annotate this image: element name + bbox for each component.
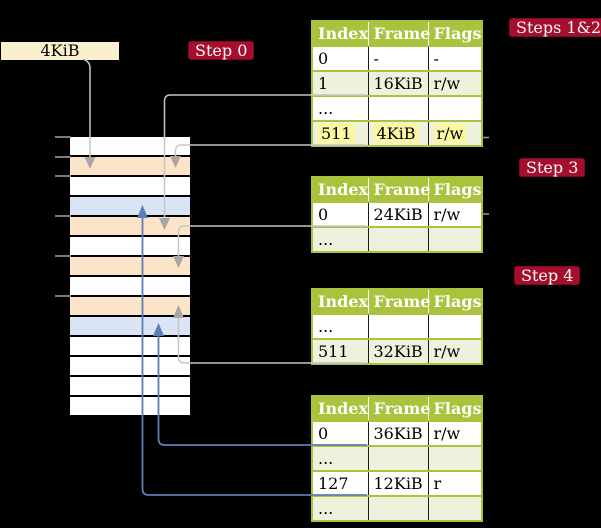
table-row: ... <box>312 313 482 339</box>
memory-row-white <box>70 177 190 197</box>
column-header-index: Index <box>312 289 368 314</box>
table-cell: 127 <box>312 470 368 496</box>
memory-row-white <box>70 277 190 297</box>
table-cell: ... <box>312 445 368 471</box>
label-step-4: Step 4 <box>514 266 581 285</box>
table-cell: 1 <box>312 70 368 96</box>
column-header-flags: Flags <box>427 177 482 202</box>
table-cell: 12KiB <box>367 470 428 496</box>
table-row: 511 4KiB r/w <box>312 120 482 146</box>
table-cell <box>427 313 482 339</box>
memory-tick <box>55 215 71 217</box>
table-cell: 24KiB <box>367 201 428 227</box>
highlighted-value: 4KiB <box>373 124 419 143</box>
table-cell <box>367 313 428 339</box>
table-cell <box>367 95 428 121</box>
frame-4kib-label: 4KiB <box>40 41 80 60</box>
highlighted-value: 511 <box>318 124 355 143</box>
label-steps-1-2: Steps 1&2 <box>509 18 601 37</box>
table-cell: 0 <box>312 420 368 446</box>
column-header-index: Index <box>312 396 368 421</box>
memory-row-white <box>70 357 190 377</box>
memory-tick <box>55 255 71 257</box>
table-cell: r/w <box>427 70 482 96</box>
table-row: ... <box>312 95 482 121</box>
memory-row-white <box>70 237 190 257</box>
memory-row-blue <box>70 317 190 337</box>
memory-row-white <box>70 397 190 415</box>
memory-tick <box>55 175 71 177</box>
table-cell: ... <box>312 313 368 339</box>
memory-row-peach <box>70 257 190 277</box>
column-header-frame: Frame <box>367 289 430 314</box>
physical-memory-column <box>70 137 190 415</box>
memory-row-white <box>70 377 190 397</box>
table-cell: 0 <box>312 45 368 71</box>
table-cell: 0 <box>312 201 368 227</box>
table-cell <box>367 495 428 521</box>
table-cell: 511 <box>312 338 368 364</box>
table-cell: 32KiB <box>367 338 428 364</box>
memory-row-peach <box>70 217 190 237</box>
memory-tick <box>55 156 71 158</box>
column-header-frame: Frame <box>367 396 430 421</box>
table-cell: 36KiB <box>367 420 428 446</box>
table-row: ... <box>312 495 482 521</box>
table-cell: r/w <box>427 201 482 227</box>
table-cell: ... <box>312 495 368 521</box>
memory-tick <box>55 136 71 138</box>
table-cell <box>427 95 482 121</box>
table-cell: 16KiB <box>367 70 428 96</box>
column-header-index: Index <box>312 21 368 46</box>
memory-row-blue <box>70 197 190 217</box>
table-cell: ... <box>312 95 368 121</box>
memory-tick <box>55 295 71 297</box>
column-header-frame: Frame <box>367 21 430 46</box>
column-header-index: Index <box>312 177 368 202</box>
column-header-flags: Flags <box>427 396 482 421</box>
memory-row-peach <box>70 157 190 177</box>
table-cell <box>367 226 428 252</box>
frame-4kib-box: 4KiB <box>1 42 119 60</box>
column-header-frame: Frame <box>367 177 430 202</box>
table-row: ... <box>312 226 482 252</box>
highlighted-value: r/w <box>433 124 467 143</box>
table-cell <box>427 495 482 521</box>
table-cell: - <box>427 45 482 71</box>
table-cell <box>427 445 482 471</box>
table-cell: ... <box>312 226 368 252</box>
memory-row-white <box>70 337 190 357</box>
label-step-0: Step 0 <box>188 41 255 60</box>
memory-row-white <box>70 137 190 157</box>
table-cell <box>427 226 482 252</box>
table-cell: r/w <box>427 120 482 146</box>
table-row: 0-- <box>312 45 482 71</box>
column-header-flags: Flags <box>427 289 482 314</box>
table-cell: r <box>427 470 482 496</box>
column-header-flags: Flags <box>427 21 482 46</box>
table-cell: r/w <box>427 420 482 446</box>
table-cell <box>367 445 428 471</box>
table-cell: 511 <box>312 120 368 146</box>
memory-row-peach <box>70 297 190 317</box>
label-step-3: Step 3 <box>519 158 586 177</box>
table-cell: - <box>367 45 428 71</box>
table-row: ... <box>312 445 482 471</box>
table-cell: r/w <box>427 338 482 364</box>
table-cell: 4KiB <box>367 120 428 146</box>
